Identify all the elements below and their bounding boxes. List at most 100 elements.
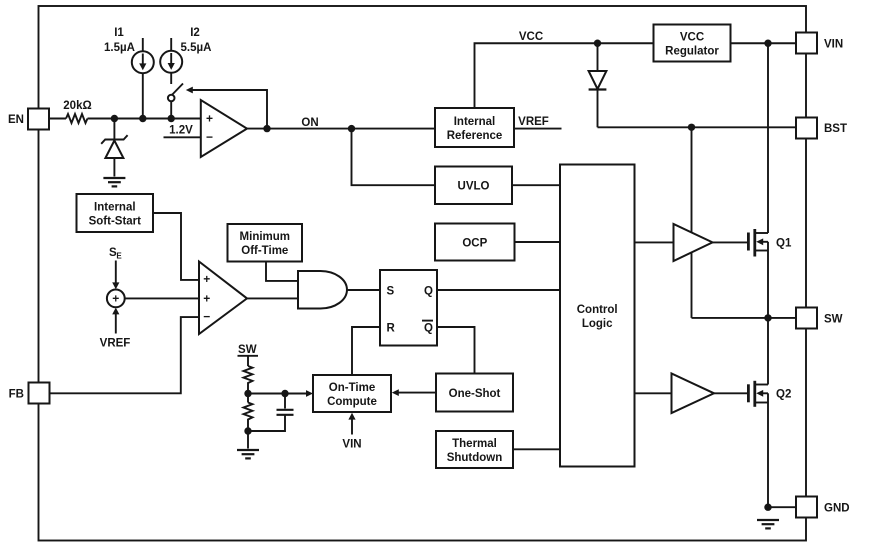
se-arrow-head [112, 282, 120, 290]
pin-vin-label: VIN [824, 38, 843, 50]
pin-bst: BST [795, 116, 847, 140]
pin-gnd-label: GND [824, 502, 850, 514]
wire-fb-to-comparator [49, 316, 199, 395]
block-on-time-compute-line1: On-Time [329, 382, 375, 394]
pin-sw-label: SW [824, 313, 843, 325]
block-minimum-off-time: Minimum Off-Time [226, 223, 303, 263]
junction-dot-en-zener [110, 114, 119, 123]
pin-fb-label: FB [9, 389, 24, 401]
block-uvlo-line1: UVLO [458, 181, 490, 193]
ground-symbol-divider [237, 448, 259, 460]
block-control-logic-line1: Control [577, 304, 618, 316]
wire-reference-to-vcc [473, 42, 654, 108]
chip-outline [37, 5, 807, 542]
wire-on-to-uvlo [350, 128, 435, 187]
error-comparator [198, 259, 249, 336]
i2-arrow-head [167, 63, 175, 70]
and-gate [297, 270, 348, 310]
wire-minofftime-to-and [265, 261, 298, 282]
block-ocp: OCP [434, 222, 516, 262]
ground-symbol-zener [103, 176, 126, 188]
block-control-logic: Control Logic [559, 163, 636, 468]
en-resistor-label: 20kΩ [63, 100, 91, 112]
block-one-shot-line1: One-Shot [449, 388, 501, 400]
ground-symbol-gnd [757, 518, 779, 530]
vref-arrow-head [112, 307, 120, 315]
on-label: ON [301, 117, 318, 129]
i2-label: I2 [190, 27, 200, 39]
wire-ontime-to-latch-r [351, 326, 380, 375]
block-ocp-line1: OCP [462, 237, 487, 249]
vref-out-label: VREF [518, 116, 549, 128]
pin-en-label: EN [8, 114, 24, 126]
summing-junction-plus: + [112, 292, 119, 306]
latch-qbar-label: Q [424, 322, 433, 334]
q1-label: Q1 [776, 238, 792, 250]
latch-r-label: R [387, 322, 396, 334]
block-thermal-shutdown: Thermal Shutdown [435, 430, 514, 469]
wire-comparator-feedback-to-switch [192, 89, 268, 129]
block-control-logic-line2: Logic [582, 318, 613, 330]
latch-s-label: S [387, 285, 395, 297]
mosfet-q1 [747, 229, 769, 257]
pin-fb: FB [9, 381, 51, 405]
en-threshold-label: 1.2V [169, 125, 193, 137]
wire-softstart-to-comparator [153, 212, 199, 281]
pin-bst-label: BST [824, 123, 847, 135]
en-resistor-zigzag [65, 111, 89, 126]
divider-resistor-top [240, 365, 256, 394]
block-internal-soft-start: Internal Soft-Start [75, 193, 154, 233]
junction-dot-sw [764, 314, 772, 322]
en-comparator-plus: + [206, 112, 213, 126]
block-thermal-shutdown-line2: Shutdown [447, 452, 503, 464]
block-vcc-regulator-line1: VCC [680, 32, 704, 44]
sr-latch [379, 269, 438, 347]
vcc-label: VCC [519, 31, 543, 43]
block-internal-soft-start-line2: Soft-Start [89, 215, 142, 227]
q2-label: Q2 [776, 389, 791, 401]
pin-sw: SW [795, 306, 843, 330]
gate-driver-low [670, 371, 717, 415]
block-internal-reference-line2: Reference [447, 130, 503, 142]
i1-label: I1 [114, 27, 124, 39]
latch-q-label: Q [424, 285, 433, 297]
junction-dot-en-i1 [139, 114, 147, 123]
block-internal-reference-line1: Internal [454, 116, 496, 128]
junction-dot-on-feedback [263, 124, 271, 133]
block-vcc-regulator: VCC Regulator [652, 23, 732, 63]
block-vcc-regulator-line2: Regulator [665, 46, 719, 58]
junction-dot-gnd [764, 503, 772, 511]
ontime-input-arrow-head [306, 390, 313, 397]
i2-value-label: 5.5µA [181, 42, 212, 54]
vin-node-label: VIN [342, 438, 361, 450]
block-minimum-off-time-line2: Off-Time [241, 245, 288, 257]
zener-diode [103, 138, 126, 159]
i1-arrow-head [139, 63, 147, 71]
bootstrap-diode [586, 70, 609, 92]
block-minimum-off-time-line1: Minimum [240, 231, 290, 243]
error-comparator-minus: − [203, 309, 210, 323]
oneshot-arrow-head [391, 389, 399, 396]
wire-cap-to-bottom [248, 414, 286, 432]
mosfet-q2 [747, 380, 769, 407]
block-internal-soft-start-line1: Internal [94, 201, 136, 213]
wire-qbar-to-oneshot [437, 326, 476, 374]
soft-start-ramp-label: S [109, 247, 117, 259]
junction-dot-bst [687, 123, 696, 131]
vin-arrow-head [348, 412, 356, 420]
vref-in-label: VREF [100, 338, 131, 350]
error-comparator-plus1: + [203, 272, 210, 286]
switch-blade [171, 82, 184, 96]
junction-dot-en-i2 [167, 114, 175, 123]
block-on-time-compute-line2: Compute [327, 396, 377, 408]
block-uvlo: UVLO [434, 165, 513, 205]
en-comparator [199, 98, 249, 159]
sw-node-label: SW [238, 344, 257, 356]
soft-start-ramp-subscript: E [116, 252, 122, 261]
junction-dot-vin [764, 39, 772, 47]
block-on-time-compute: On-Time Compute [312, 374, 392, 413]
i1-value-label: 1.5µA [104, 42, 135, 54]
pin-vin: VIN [795, 31, 843, 55]
